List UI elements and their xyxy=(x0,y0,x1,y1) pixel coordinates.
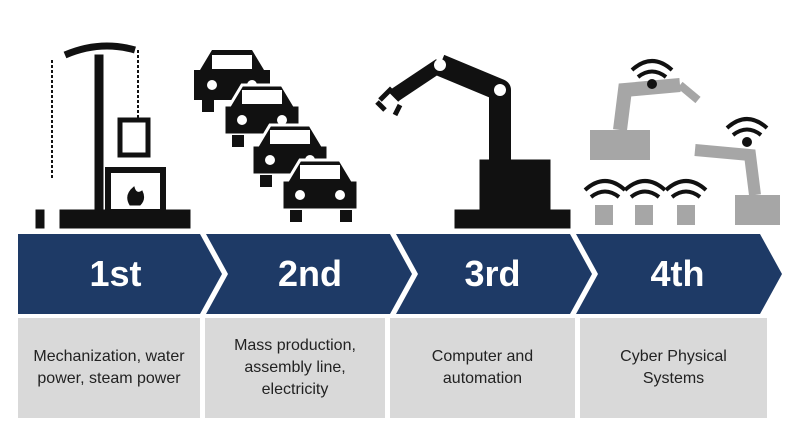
chevron-1st xyxy=(18,234,222,314)
stage-label-1st: 1st xyxy=(89,253,142,294)
robot-arm-icon xyxy=(375,54,571,229)
stage-description-4th: Cyber Physical Systems xyxy=(580,318,767,418)
stage-label-4th: 4th xyxy=(650,253,705,294)
steam-pump-icon xyxy=(35,42,191,229)
chevron-4th xyxy=(576,234,782,314)
stage-description-3rd: Computer and automation xyxy=(390,318,575,418)
stage-description-2nd: Mass production, assembly line, electric… xyxy=(205,318,385,418)
stage-label-2nd: 2nd xyxy=(277,253,342,294)
chevron-timeline xyxy=(18,234,782,314)
chevron-2nd xyxy=(206,234,412,314)
chevron-3rd xyxy=(396,234,592,314)
cars-assembly-icon xyxy=(194,50,360,222)
stage-description-1st: Mechanization, water power, steam power xyxy=(18,318,200,418)
connected-robots-icon xyxy=(583,59,780,225)
stage-icons xyxy=(35,42,780,229)
stage-label-3rd: 3rd xyxy=(464,253,521,294)
